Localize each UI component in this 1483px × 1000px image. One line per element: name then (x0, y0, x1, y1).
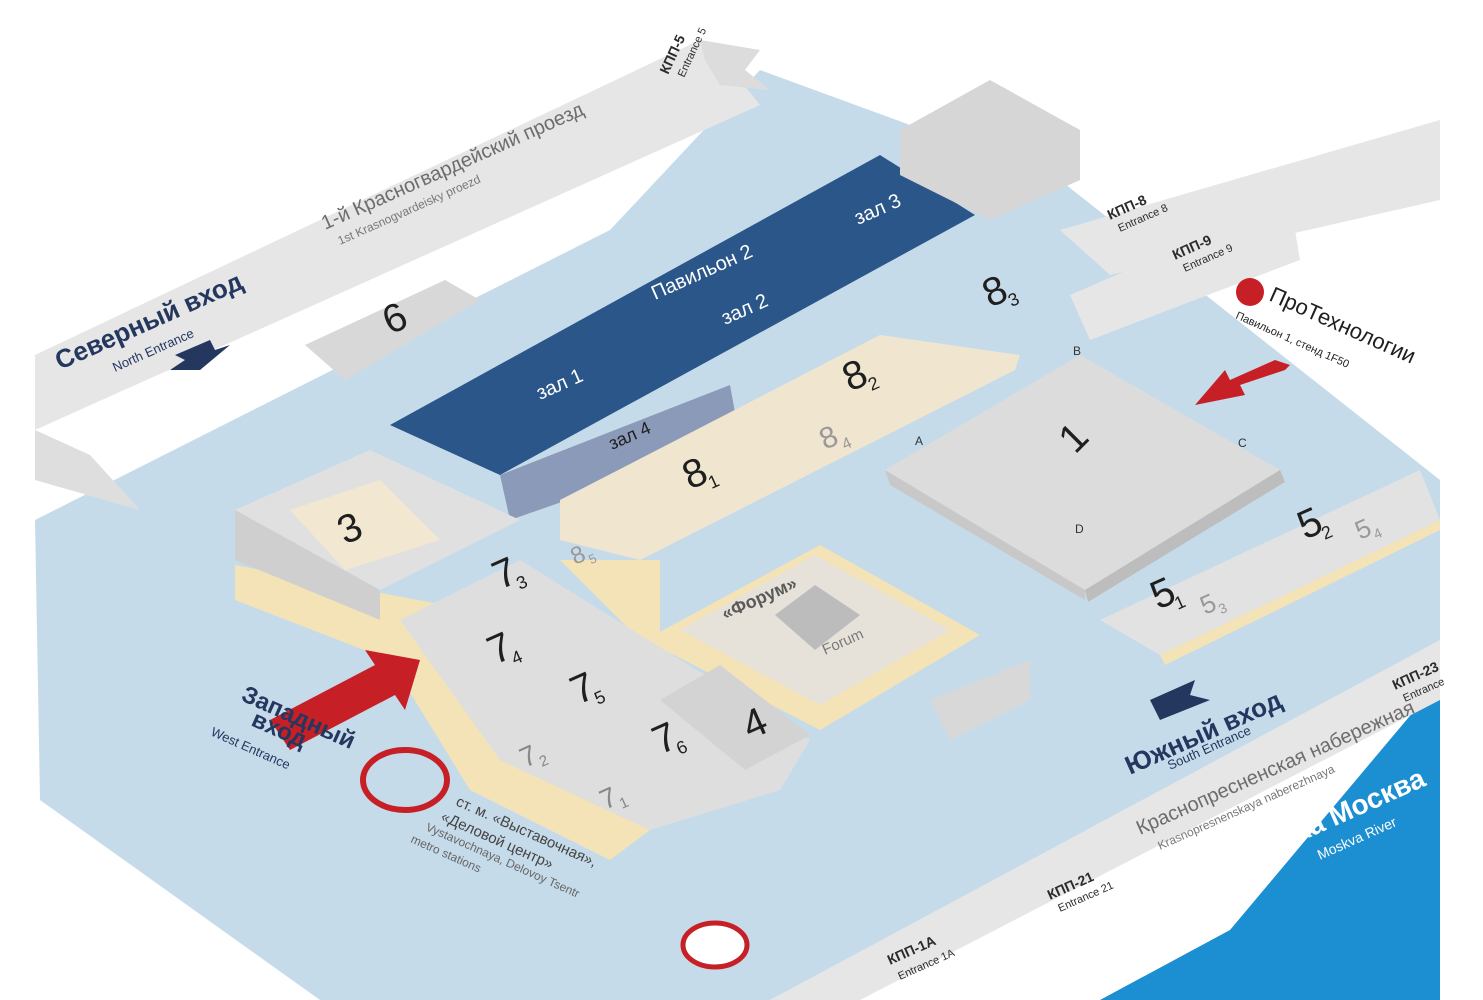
entrance-8-road (1060, 120, 1440, 275)
northeast-building (900, 80, 1080, 220)
pavilion-1-corner-c: C (1238, 436, 1247, 450)
pavilion-6 (305, 280, 480, 380)
west-entrance-arrow (270, 650, 420, 750)
north-west-ramp (35, 430, 140, 510)
pavilion-5-block (1100, 470, 1440, 655)
pavilion-2-hall4-block (500, 385, 740, 520)
pavilion-1-face-right (1085, 470, 1285, 602)
north-entrance-arrow (170, 340, 230, 370)
pavilion-3-core (290, 480, 440, 570)
metro-icon-bottom (680, 920, 750, 970)
north-road (35, 40, 760, 430)
entrance-9-road (1070, 200, 1300, 340)
metro-icon (360, 747, 450, 813)
pavilion-1-corner-a: A (915, 434, 923, 448)
moskva-river (1100, 680, 1440, 1000)
pavilion-7-cluster (400, 560, 810, 830)
pavilion-2 (390, 155, 975, 475)
exhibitor-arrow (1195, 360, 1290, 405)
south-entrance-arrow (1150, 680, 1210, 720)
pavilion-8-block (560, 335, 1020, 560)
pavilion-1-corner-b: B (1073, 344, 1081, 358)
protechnologii-logo-icon (1236, 278, 1264, 306)
pavilion-1-face-left (885, 470, 1085, 600)
entrance-5-arrow (700, 40, 770, 90)
pavilion-5-walkway (1160, 520, 1440, 665)
pavilion-3-face (235, 510, 380, 620)
forum-pyramid (775, 585, 860, 650)
south-road (770, 640, 1440, 1000)
walkway-center (560, 560, 660, 640)
south-building (930, 660, 1030, 740)
pavilion-4 (660, 665, 810, 770)
pavilion-1-roof (885, 355, 1280, 590)
walkway-south (235, 565, 650, 860)
pavilion-1-corner-d: D (1075, 522, 1084, 536)
